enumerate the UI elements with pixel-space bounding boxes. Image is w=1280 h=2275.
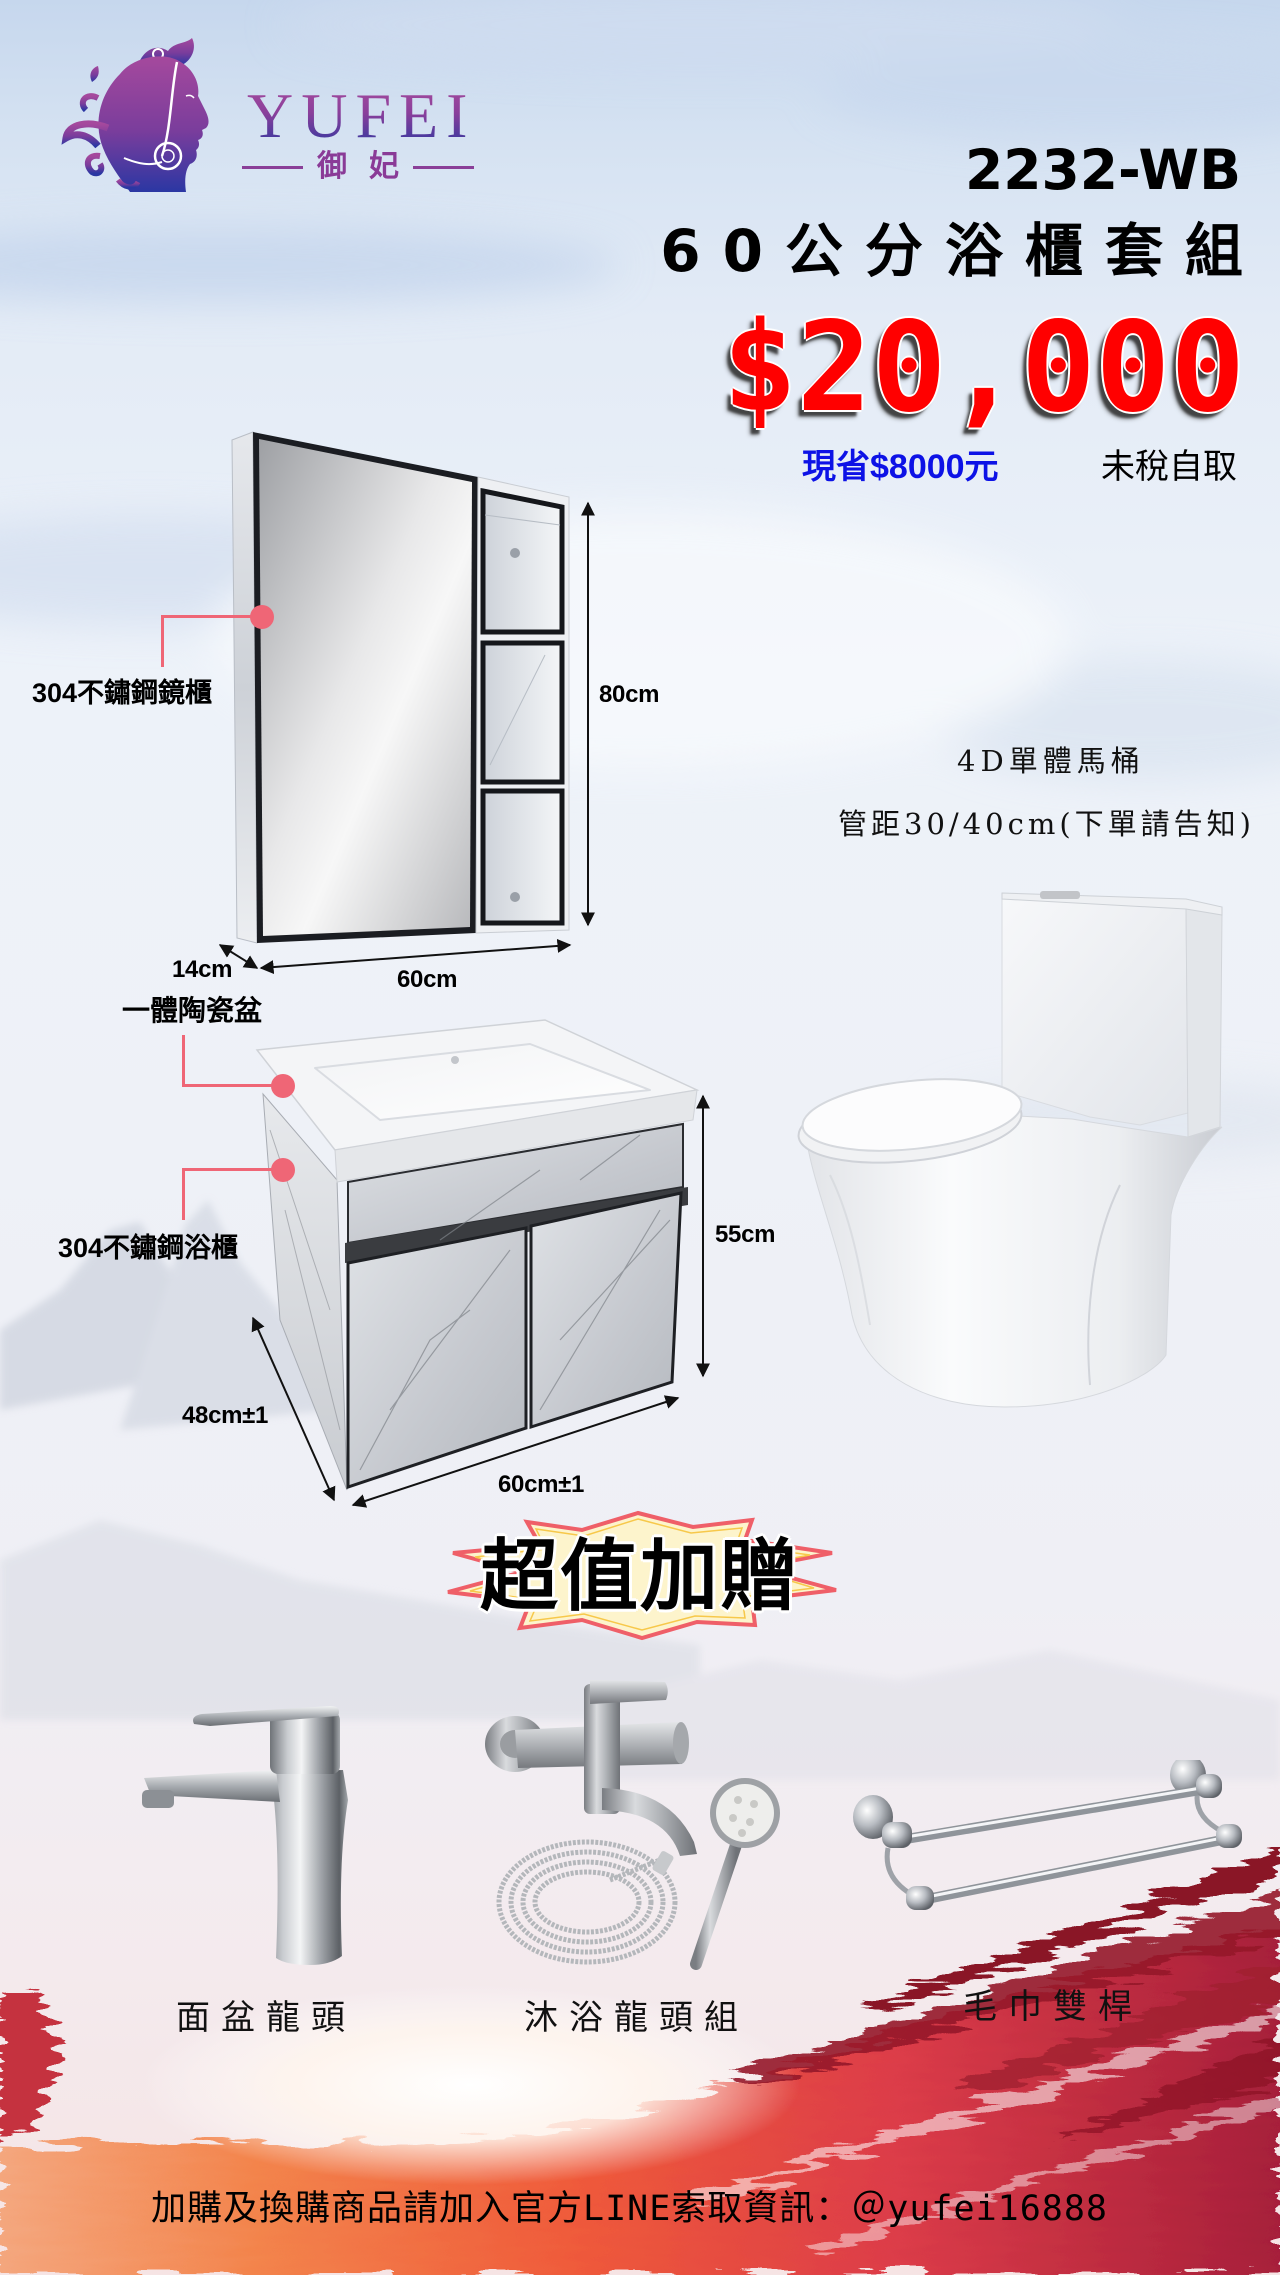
flush-button [1040,891,1080,899]
width-arrow [259,938,572,975]
footer-line-contact: 加購及換購商品請加入官方LINE索取資訊：＠yufei16888 [151,2189,1109,2229]
savings-text: 現省$8000元 [802,448,999,486]
mirror-cabinet-label: 304不鏽鋼鏡櫃 [32,678,213,708]
vanity-depth-label: 48cm±1 [182,1402,269,1429]
brand-divider-right [413,165,474,169]
depth-arrow [218,944,259,969]
shower-faucet-set-icon [485,1680,780,1970]
red-brush-strokes [0,1852,1280,2275]
callout-line [182,1084,283,1087]
callout-line [161,615,262,618]
drawer-gap [345,1187,688,1263]
bonus-burst-badge [447,1510,837,1641]
vanity-height-label: 55cm [715,1221,776,1248]
right-door [529,1191,683,1430]
cabinet-label: 304不鏽鋼浴櫃 [58,1233,239,1263]
basin-front [334,1089,698,1183]
toilet-tank-side [1185,906,1223,1138]
double-towel-bar-icon [853,1760,1242,1910]
mirror-depth-label: 14cm [172,956,233,983]
callout-dot [271,1158,295,1182]
toilet-tank-front [1001,896,1189,1126]
bonus-item-label: 面盆龍頭 [176,1998,356,2038]
product-price: $20,000 [722,296,1245,440]
price-note: 未稅自取 [1101,448,1237,486]
product-title: 60公分浴櫃套組 [660,217,1265,285]
depth-arrow [251,1316,336,1502]
callout-dot [250,605,274,629]
brand-name-en: YUFEI [247,80,476,151]
callout-line [161,615,164,667]
mirror-height-label: 80cm [599,681,660,708]
basin-faucet-icon [142,1706,348,1965]
toilet-image [797,891,1223,1408]
brand-divider-left [242,165,303,169]
left-door [346,1226,528,1490]
shelf-compartment [480,640,565,785]
basin-bowl [314,1043,651,1121]
bonus-title: 超值加贈 [479,1532,800,1622]
width-arrow [351,1395,680,1508]
toilet-name: 4D單體馬桶 [957,744,1145,778]
shelf-compartment [480,788,565,926]
mirror-glass [259,439,472,936]
brand-name-zh: 御妃 [317,149,421,184]
callout-line [182,1168,283,1171]
shelf-compartment [480,487,565,635]
callout-line [182,1035,185,1087]
mirror-width-label: 60cm [397,966,458,993]
callout-line [182,1168,185,1220]
toilet-spec: 管距30/40cm(下單請告知) [838,807,1255,841]
shower-hose [496,1839,678,1965]
bonus-item-label: 毛巾雙桿 [963,1987,1143,2027]
callout-dot [271,1074,295,1098]
brand-name-zh-row: 御妃 [242,150,474,184]
bonus-item-label: 沐浴龍頭組 [524,1998,749,2038]
toilet-bowl [804,1110,1223,1408]
vanity-cabinet-image [251,1019,710,1508]
basin-label: 一體陶瓷盆 [122,995,263,1026]
toilet-seat-lid [801,1078,1023,1152]
mirror-side-panel [231,431,258,944]
woman-profile-logo-icon [61,38,209,193]
vanity-width-label: 60cm±1 [498,1471,585,1498]
drawer-front [347,1122,684,1245]
mirror-cabinet-image [218,431,595,975]
product-model: 2232-WB [964,138,1241,202]
